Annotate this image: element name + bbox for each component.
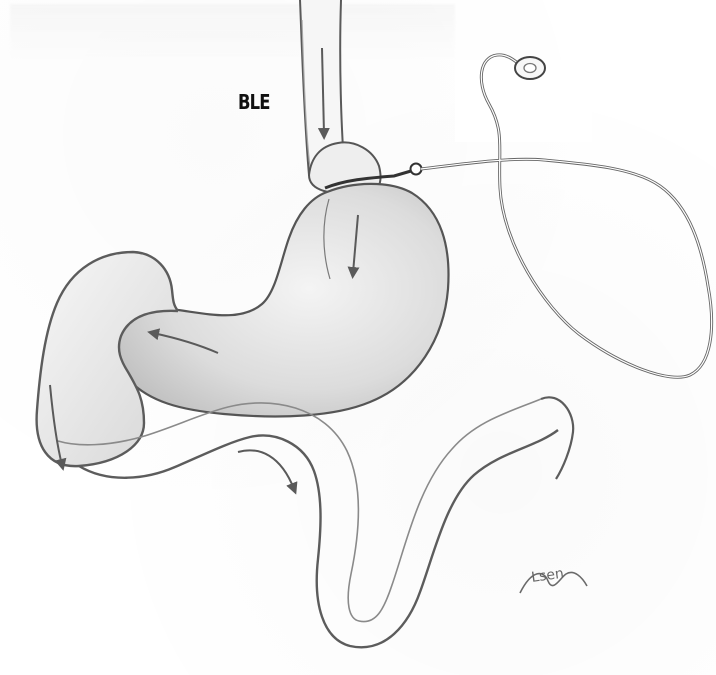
port-tubing-inner [421,55,712,377]
access-port-center [524,64,536,73]
intestine-lower-outer [79,430,558,647]
port-tubing-outer [421,55,712,377]
artist-signature-text: Lsen [530,566,565,586]
flow-arrow-jejunum [238,450,294,489]
band-buckle [411,164,422,175]
